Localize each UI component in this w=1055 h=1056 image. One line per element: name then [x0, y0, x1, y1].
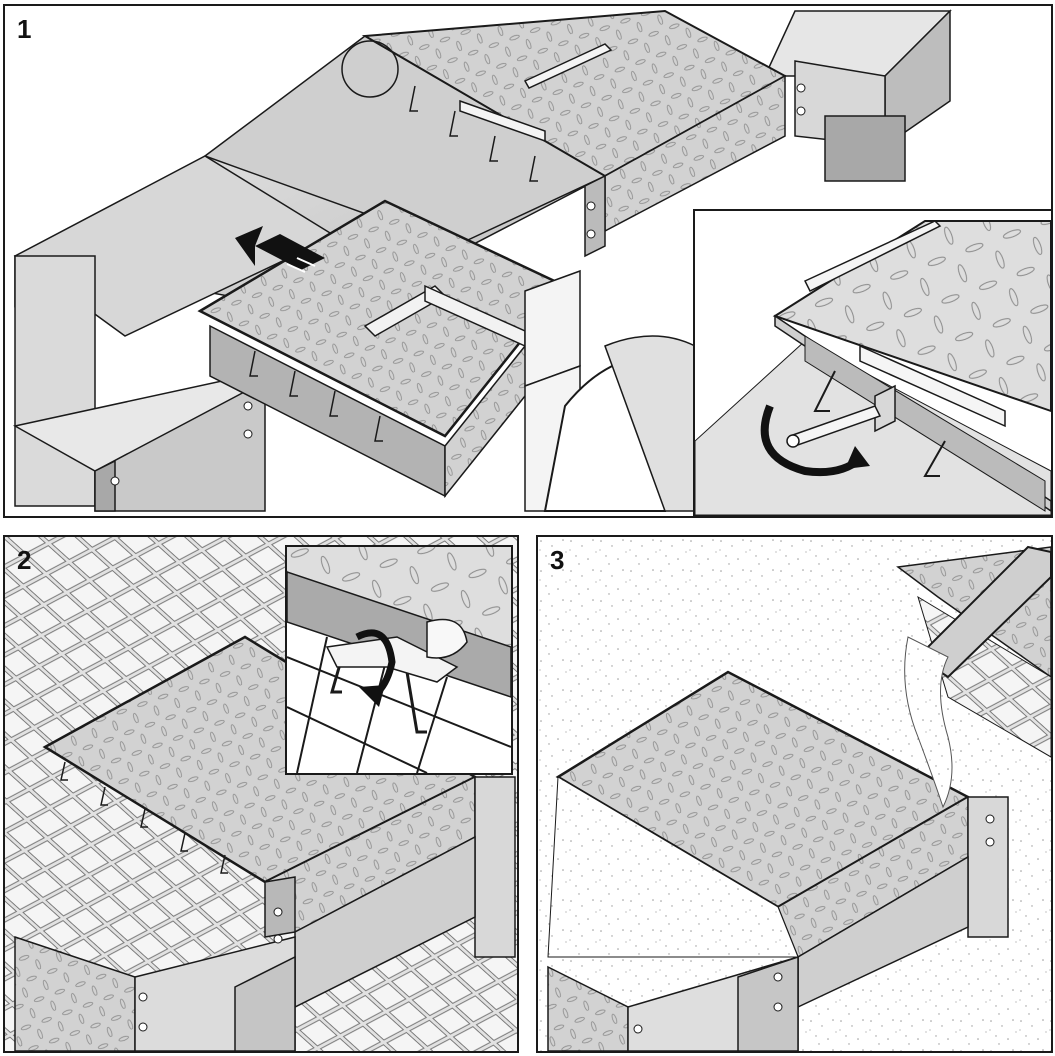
step-number: 1	[17, 14, 32, 44]
detail-inset-leveling	[693, 209, 1051, 516]
step-2-panel: 2	[3, 535, 519, 1053]
step-1-panel: 1	[3, 4, 1053, 518]
step-number: 3	[550, 545, 565, 575]
rotate-arrow-icon	[760, 404, 870, 477]
bend-arrow-icon	[355, 629, 396, 707]
step-3-panel: 3	[536, 535, 1053, 1053]
step-3-illustration	[538, 537, 1051, 1051]
step-2-illustration	[5, 537, 517, 1051]
step-number: 2	[17, 545, 32, 575]
detail-inset-bending	[285, 545, 513, 775]
step-1-illustration	[12, 9, 952, 512]
push-arrow-icon	[235, 226, 325, 273]
